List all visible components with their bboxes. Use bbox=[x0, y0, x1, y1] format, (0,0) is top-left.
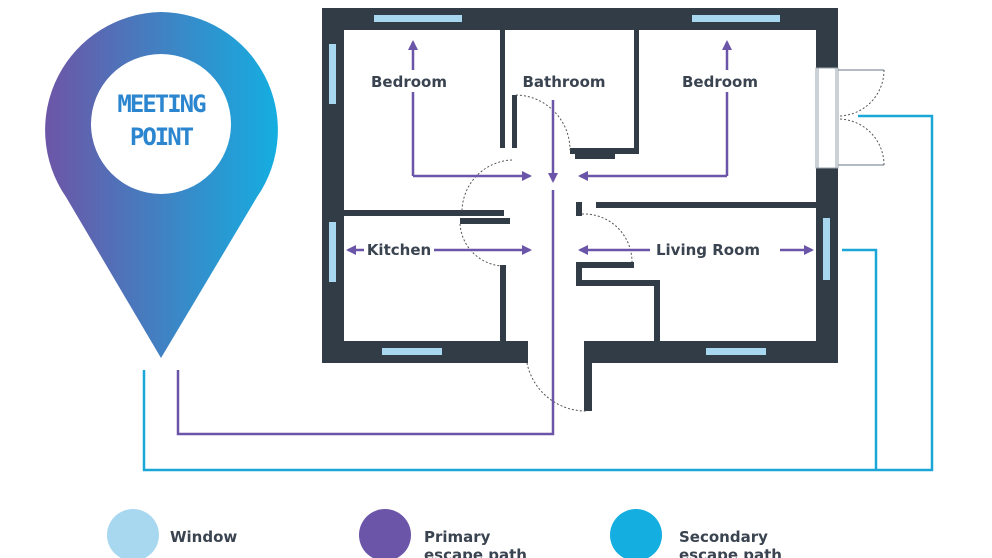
legend-window-label: Window bbox=[170, 528, 237, 546]
door-swing-icon bbox=[526, 362, 587, 412]
bathroom-wall-right bbox=[634, 30, 639, 154]
door-swing-icon bbox=[581, 213, 633, 263]
french-door bbox=[815, 67, 885, 169]
door-swing-icon bbox=[459, 223, 503, 267]
living-wall-left-4 bbox=[576, 262, 582, 286]
door-swings bbox=[459, 94, 633, 412]
legend-window-swatch bbox=[107, 509, 159, 558]
window-bottom-left bbox=[382, 348, 442, 355]
room-label-bedroom-left: Bedroom bbox=[371, 73, 447, 91]
room-label-living-room: Living Room bbox=[656, 241, 760, 259]
outer-wall-left bbox=[322, 8, 344, 363]
outer-wall-right-top bbox=[816, 8, 838, 68]
room-label-kitchen: Kitchen bbox=[367, 241, 431, 259]
meeting-point-pin: MEETING POINT bbox=[45, 12, 278, 358]
secondary-escape-path bbox=[142, 114, 934, 472]
outer-wall-top bbox=[322, 8, 838, 30]
room-labels: Bedroom Bathroom Bedroom Kitchen Living … bbox=[364, 70, 764, 260]
bathroom-wall-left bbox=[500, 30, 505, 148]
legend-secondary-label-1: Secondary bbox=[679, 528, 768, 546]
door-swing-icon bbox=[837, 118, 885, 166]
window-bottom-right bbox=[706, 348, 766, 355]
living-wall-left-1 bbox=[576, 262, 634, 268]
kitchen-wall-top-2 bbox=[460, 218, 510, 224]
living-wall-top-stub bbox=[576, 202, 582, 216]
living-wall-left-2 bbox=[576, 280, 658, 286]
room-label-bathroom: Bathroom bbox=[522, 73, 605, 91]
room-label-bedroom-right: Bedroom bbox=[682, 73, 758, 91]
bathroom-wall-bottom-2 bbox=[575, 154, 615, 159]
living-wall-top bbox=[596, 202, 816, 208]
window-top-left bbox=[374, 15, 462, 22]
legend-secondary-label-2: escape path bbox=[679, 546, 782, 558]
window-top-right bbox=[692, 15, 780, 22]
door-swing-icon bbox=[461, 159, 513, 213]
window-left-upper bbox=[329, 44, 336, 104]
meeting-point-line1: MEETING bbox=[117, 90, 206, 118]
pin-inner-circle bbox=[91, 54, 231, 194]
door-swing-icon bbox=[515, 94, 571, 151]
legend-secondary-swatch bbox=[610, 509, 662, 558]
living-wall-left-3 bbox=[654, 280, 660, 341]
meeting-point-line2: POINT bbox=[130, 123, 194, 151]
window-left-lower bbox=[329, 222, 336, 282]
legend-primary-label-2: escape path bbox=[424, 546, 527, 558]
bathroom-wall-bottom bbox=[570, 148, 639, 154]
french-door-frame bbox=[815, 67, 839, 169]
window-right bbox=[823, 218, 830, 280]
kitchen-wall-top bbox=[344, 210, 504, 216]
legend-primary-label-1: Primary bbox=[424, 528, 491, 546]
entrance-wall-stub bbox=[584, 341, 592, 411]
windows bbox=[329, 15, 830, 355]
bathroom-wall-stub bbox=[512, 95, 517, 148]
kitchen-wall-right bbox=[500, 265, 506, 341]
legend: Window Primary escape path Secondary esc… bbox=[107, 509, 782, 558]
door-swing-icon bbox=[837, 69, 885, 117]
legend-primary-swatch bbox=[359, 509, 411, 558]
